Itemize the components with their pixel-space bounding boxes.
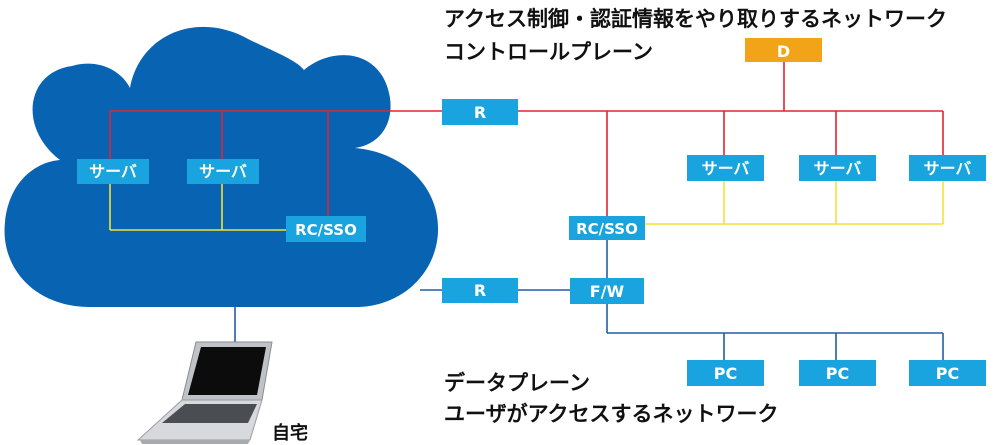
laptop-icon: [136, 341, 273, 444]
router-data: R: [442, 278, 518, 303]
firewall-label: F/W: [590, 282, 625, 301]
pc-3-label: PC: [936, 364, 959, 383]
cloud-server-1-label: サーバ: [89, 162, 137, 181]
right-server-3-label: サーバ: [924, 159, 972, 178]
router-control: R: [442, 99, 518, 125]
rcsso-cloud-label: RC/SSO: [295, 221, 357, 239]
data-plane-title: データプレーン: [444, 371, 590, 395]
router-control-label: R: [474, 103, 486, 122]
rcsso-right: RC/SSO: [569, 216, 645, 240]
cloud-server-1: サーバ: [77, 159, 149, 184]
router-data-label: R: [474, 281, 486, 300]
data-plane-lines: [234, 240, 944, 360]
control-plane-title: コントロールプレーン: [444, 40, 653, 64]
rcsso-cloud: RC/SSO: [286, 216, 366, 242]
control-plane-description: アクセス制御・認証情報をやり取りするネットワーク: [444, 7, 947, 31]
right-server-3: サーバ: [909, 155, 986, 181]
pc-2: PC: [799, 360, 876, 386]
pc-2-label: PC: [826, 364, 849, 383]
right-server-1-label: サーバ: [702, 159, 750, 178]
d-node-label: D: [777, 42, 790, 61]
pc-3: PC: [909, 360, 986, 386]
cloud-server-2: サーバ: [187, 159, 259, 184]
cloud-server-2-label: サーバ: [199, 162, 247, 181]
home-label: 自宅: [272, 423, 308, 444]
right-server-2: サーバ: [799, 155, 876, 181]
pc-1-label: PC: [714, 364, 737, 383]
right-server-1: サーバ: [687, 155, 764, 181]
server-lines: [109, 181, 944, 231]
rcsso-right-label: RC/SSO: [576, 220, 638, 238]
data-plane-description: ユーザがアクセスするネットワーク: [444, 402, 779, 426]
d-node: D: [745, 38, 822, 62]
control-plane-lines: [109, 62, 944, 216]
right-server-2-label: サーバ: [814, 159, 862, 178]
firewall: F/W: [570, 278, 644, 304]
pc-1: PC: [687, 360, 764, 386]
